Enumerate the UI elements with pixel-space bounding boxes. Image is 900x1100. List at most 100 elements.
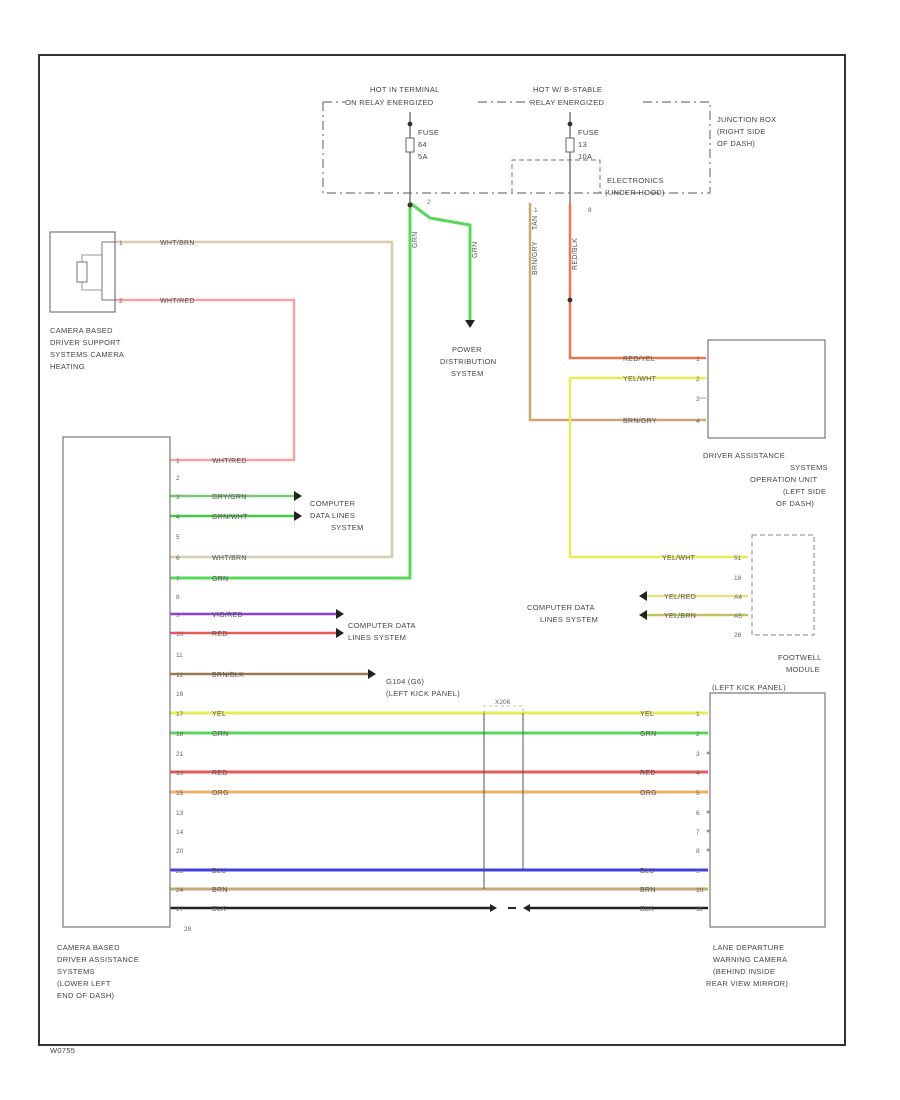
ldw-open-pin-7 <box>706 848 710 852</box>
heater-label: CAMERA BASED DRIVER SUPPORT SYSTEMS CAME… <box>50 326 124 371</box>
das-wire-2-label: YEL/WHT <box>623 376 657 383</box>
junction-box-label-2: (RIGHT SIDE <box>717 127 766 136</box>
ldw-left-pin-18: 18 <box>176 731 184 738</box>
svg-text:SYSTEM: SYSTEM <box>451 369 484 378</box>
module-pin-1: 1 <box>176 458 180 465</box>
module-pin-4: 4 <box>176 514 180 521</box>
ground-arrow-icon <box>368 669 376 679</box>
svg-text:FOOTWELL: FOOTWELL <box>778 653 822 662</box>
cdl-arrow-1-icon <box>294 491 302 501</box>
junction-box-label-1: JUNCTION BOX <box>717 115 776 124</box>
fuse-64-rating: 5A <box>418 152 428 161</box>
svg-text:G104 (G6): G104 (G6) <box>386 677 424 686</box>
brn-gry-wire-label: BRN/GRY <box>532 241 539 275</box>
electronics-label-1: ELECTRONICS <box>607 176 664 185</box>
ldw-wire-left-label-3: RED <box>212 770 228 777</box>
ldw-right-pin-7: 7 <box>696 829 700 836</box>
module-wire-label-3: GRY/GRN <box>212 494 247 501</box>
ldw-open-pin-6 <box>706 829 710 833</box>
footer-code: W0755 <box>50 1046 75 1055</box>
module-wire-label-4: GRN/WHT <box>212 514 248 521</box>
cdl-arrow-2-icon <box>294 511 302 521</box>
fuse-64-icon <box>405 137 415 153</box>
power-right-title-2: RELAY ENERGIZED <box>530 98 605 107</box>
module-pin-16: 16 <box>176 691 184 698</box>
module-pin-11: 11 <box>176 652 183 659</box>
svg-text:END OF DASH): END OF DASH) <box>57 991 115 1000</box>
ldw-wire-right-label-0: YEL <box>640 711 654 718</box>
ldw-wire-right-label-8: BLU <box>640 868 655 875</box>
svg-text:WARNING CAMERA: WARNING CAMERA <box>713 955 787 964</box>
footwell-yel-wire-label: YEL/WHT <box>662 555 696 562</box>
module-pin-9: 9 <box>176 612 180 619</box>
fuse-13-pin: 8 <box>588 207 592 214</box>
svg-text:REAR VIEW MIRROR): REAR VIEW MIRROR) <box>706 979 788 988</box>
module-pin-28: 28 <box>184 926 192 933</box>
fuse-13-icon <box>565 137 575 153</box>
module-wire-label-1: WHT/RED <box>212 458 247 465</box>
svg-text:(BEHIND INSIDE: (BEHIND INSIDE <box>713 967 775 976</box>
red-blk-wire-label: RED/BLK <box>572 238 579 270</box>
junction-box-label-3: OF DASH) <box>717 139 755 148</box>
svg-text:POWER: POWER <box>452 345 482 354</box>
splice-box <box>483 705 524 713</box>
ldw-right-pin-3: 3 <box>696 751 700 758</box>
wire-grn-to-pds <box>409 201 472 322</box>
svg-text:SYSTEM: SYSTEM <box>331 523 364 532</box>
ldw-right-pin-8: 8 <box>696 848 700 855</box>
module-cdl-1-label: COMPUTER DATA LINES SYSTEM <box>310 499 364 532</box>
power-left-title-2: ON RELAY ENERGIZED <box>345 98 434 107</box>
module-pin-5: 5 <box>176 534 180 541</box>
ldw-right-pin-2: 2 <box>696 731 700 738</box>
module-wire-label-6: WHT/BRN <box>212 555 247 562</box>
svg-text:LANE DEPARTURE: LANE DEPARTURE <box>713 943 784 952</box>
footwell-arrow-2-icon <box>639 610 647 620</box>
das-wire-1-label: RED/YEL <box>623 356 655 363</box>
ldw-wire-left-label-1: GRN <box>212 731 228 738</box>
svg-text:(LEFT KICK PANEL): (LEFT KICK PANEL) <box>712 683 786 692</box>
ground-label: G104 (G6) (LEFT KICK PANEL) <box>386 677 460 698</box>
module-wire-label-9: VIO/RED <box>212 612 243 619</box>
ldw-left-pin-13: 13 <box>176 810 184 817</box>
ldw-wire-left-label-4: ORG <box>212 790 229 797</box>
ldw-left-pin-14: 14 <box>176 829 184 836</box>
ldw-label: LANE DEPARTURE WARNING CAMERA (BEHIND IN… <box>706 943 788 988</box>
svg-text:DRIVER ASSISTANCE: DRIVER ASSISTANCE <box>703 451 785 460</box>
ldw-wire-right-label-3: RED <box>640 770 656 777</box>
wire-grn-fuse-to-module <box>170 203 412 580</box>
module-pin-7: 7 <box>176 576 180 583</box>
svg-text:SYSTEMS CAMERA: SYSTEMS CAMERA <box>50 350 124 359</box>
grn-wire-label-a: GRN <box>412 232 419 248</box>
heater-pin-2: 2 <box>119 298 123 305</box>
wire-wht-red <box>115 298 296 462</box>
power-left-title-1: HOT IN TERMINAL <box>370 85 440 94</box>
ldw-right-pin-11: 11 <box>696 906 703 913</box>
fuse-64-label: FUSE <box>418 128 439 137</box>
das-wire-4-label: BRN/GRY <box>623 418 657 425</box>
footwell-pin-51: 51 <box>734 555 742 562</box>
svg-text:DISTRIBUTION: DISTRIBUTION <box>440 357 497 366</box>
wire-red-yel <box>568 203 706 360</box>
module-pin-8: 8 <box>176 594 180 601</box>
ldw-wire-right-label-10: BLK <box>640 906 654 913</box>
heater-wire-2-label: WHT/RED <box>160 298 195 305</box>
ldw-wire-left-label-10: BLK <box>212 906 226 913</box>
red-yel-splice-dot <box>567 297 573 303</box>
module-pin-3: 3 <box>176 494 180 501</box>
heater-internal <box>101 241 115 301</box>
svg-text:DATA LINES: DATA LINES <box>310 511 355 520</box>
cdl-arrow-3-icon <box>336 609 344 619</box>
ldw-open-pin-2 <box>706 751 710 755</box>
module-pin-6: 6 <box>176 555 180 562</box>
grn-wire-label-b: GRN <box>472 242 479 258</box>
camera-module-label: CAMERA BASED DRIVER ASSISTANCE SYSTEMS (… <box>57 943 139 1000</box>
das-pin-2: 2 <box>696 376 700 383</box>
svg-text:SYSTEMS: SYSTEMS <box>790 463 828 472</box>
svg-text:CAMERA BASED: CAMERA BASED <box>50 326 113 335</box>
blk-arrow-left-icon <box>490 904 497 912</box>
electronics-label-2: (UNDER HOOD) <box>605 188 665 197</box>
das-operation-unit-box <box>707 339 826 439</box>
